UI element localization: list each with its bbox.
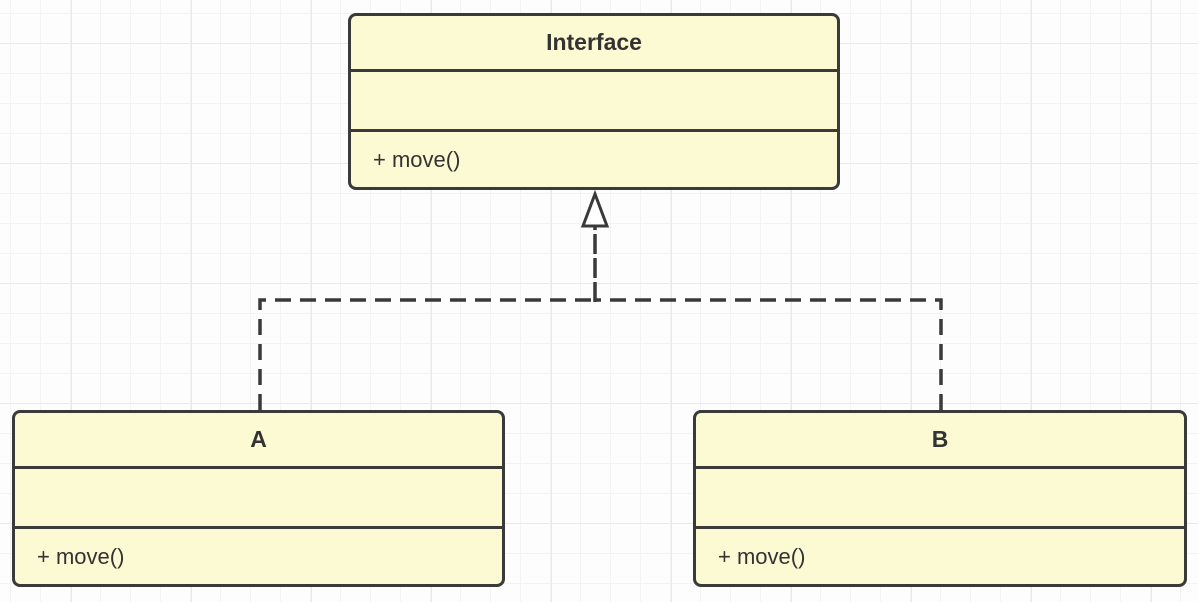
realization-edge-a-to-interface[interactable]: [258, 298, 595, 410]
methods-compartment-b: + move(): [696, 529, 1184, 584]
attributes-compartment-interface: [351, 72, 837, 132]
realization-edge-b-to-interface[interactable]: [595, 298, 943, 410]
attributes-compartment-b: [696, 469, 1184, 529]
class-name-b: B: [696, 413, 1184, 469]
method-label-interface: + move(): [373, 146, 461, 172]
class-name-a: A: [15, 413, 502, 469]
methods-compartment-interface: + move(): [351, 132, 837, 187]
hollow-triangle-arrowhead-icon: [580, 189, 610, 228]
class-node-b[interactable]: B + move(): [693, 410, 1187, 587]
class-node-a[interactable]: A + move(): [12, 410, 505, 587]
class-node-interface[interactable]: Interface + move(): [348, 13, 840, 190]
method-label-a: + move(): [37, 543, 125, 569]
method-label-b: + move(): [718, 543, 806, 569]
attributes-compartment-a: [15, 469, 502, 529]
methods-compartment-a: + move(): [15, 529, 502, 584]
class-name-interface: Interface: [351, 16, 837, 72]
